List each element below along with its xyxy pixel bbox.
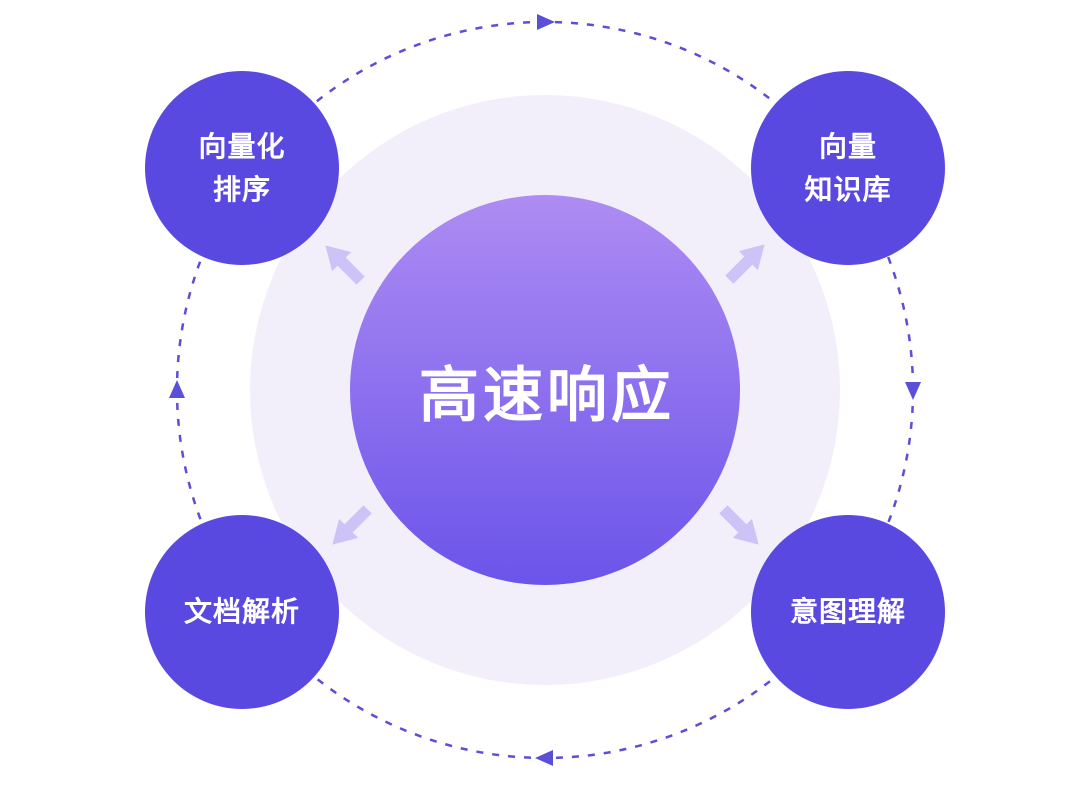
orbit-arrow-left-icon [169,380,185,398]
arrow-to-top-right-icon [717,232,778,293]
node-bottom-left: 文档解析 [145,515,339,709]
node-top-right-label: 向量 知识库 [804,130,892,205]
node-top-left-label: 向量化 排序 [198,130,286,205]
orbit-arrow-bottom-icon [535,750,553,766]
arrow-to-bottom-right-icon [711,497,772,558]
node-top-left: 向量化 排序 [145,71,339,265]
arrow-to-top-left-icon [313,233,374,294]
orbit-arrow-right-icon [905,382,921,400]
node-bottom-right: 意图理解 [751,515,945,709]
node-bottom-right-label: 意图理解 [789,596,906,628]
center-node: 高速响应 [350,195,740,585]
center-label: 高速响应 [419,361,675,429]
orbit-arrow-top-icon [537,14,555,30]
node-bottom-left-label: 文档解析 [183,596,300,628]
node-top-right: 向量 知识库 [751,71,945,265]
arrow-to-bottom-left-icon [320,497,381,558]
